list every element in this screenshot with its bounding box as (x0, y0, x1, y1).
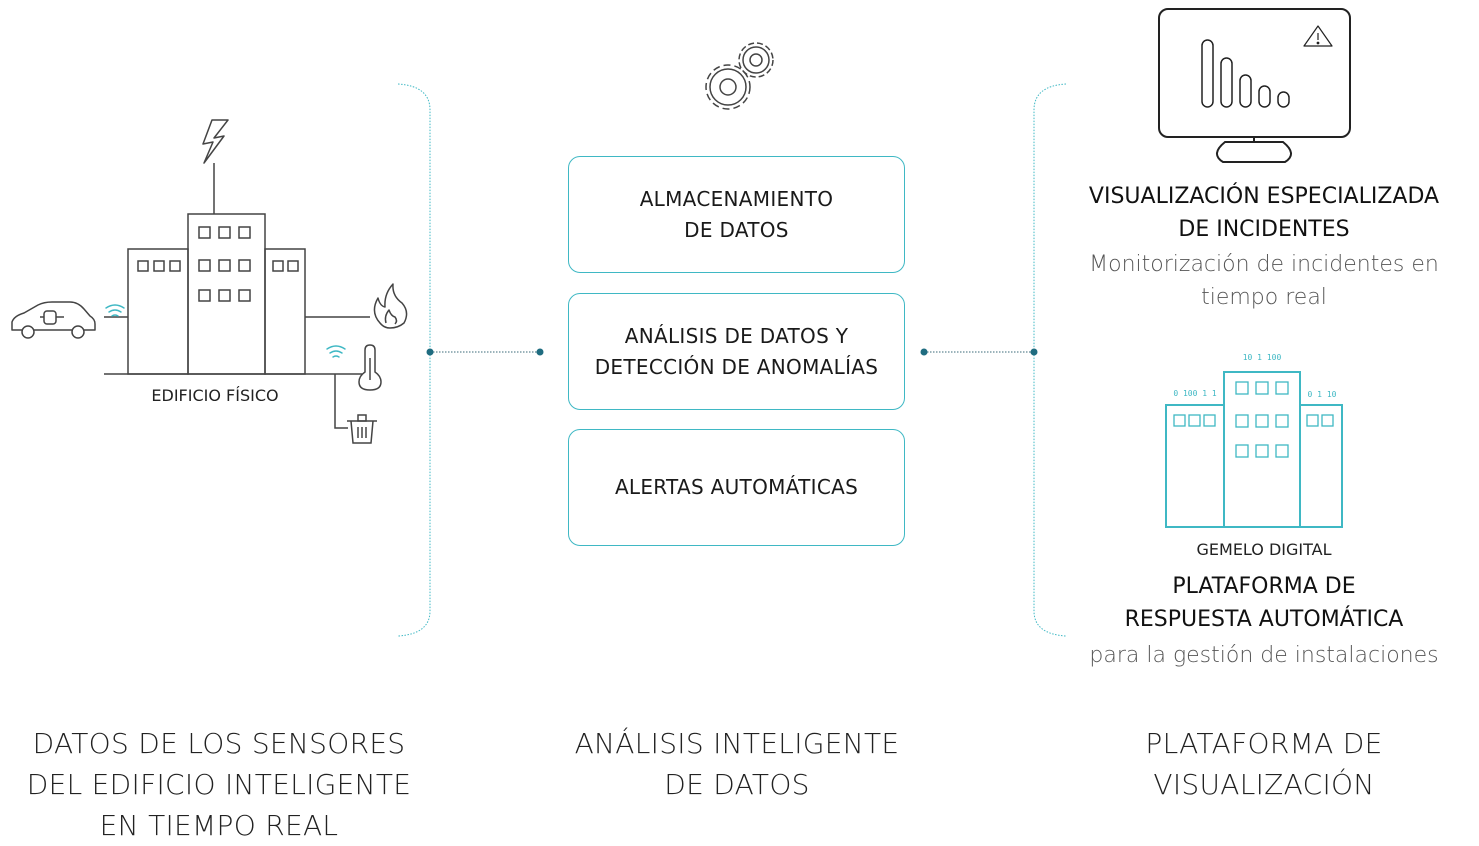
middle-column-title: ANÁLISIS INTELIGENTE DE DATOS (527, 723, 947, 805)
subtitle-line: Monitorización de incidentes en (1089, 252, 1439, 277)
left-column-title: DATOS DE LOS SENSORES DEL EDIFICIO INTEL… (0, 723, 438, 846)
lightning-icon (202, 119, 229, 164)
alerts-box: ALERTAS AUTOMÁTICAS (568, 429, 905, 546)
heading-line: VISUALIZACIÓN ESPECIALIZADA (1088, 184, 1440, 209)
title-line: DEL EDIFICIO INTELIGENTE (26, 768, 412, 801)
title-line: PLATAFORMA DE (1145, 727, 1383, 760)
wifi-icon (326, 345, 346, 358)
gears-icon (705, 42, 774, 110)
response-heading: PLATAFORMA DE RESPUESTA AUTOMÁTICA (1054, 570, 1474, 636)
subtitle-line: tiempo real (1201, 285, 1327, 310)
title-line: EN TIEMPO REAL (99, 809, 339, 842)
trash-icon (347, 414, 377, 444)
heading-line: PLATAFORMA DE (1172, 574, 1356, 599)
binary-label: 0 1 10 (1308, 390, 1337, 399)
digital-twin-label: GEMELO DIGITAL (1196, 540, 1332, 559)
visualization-heading: VISUALIZACIÓN ESPECIALIZADA DE INCIDENTE… (1054, 180, 1474, 246)
monitor-icon (1158, 8, 1351, 163)
connector-left (426, 348, 544, 356)
box-line: DETECCIÓN DE ANOMALÍAS (594, 354, 879, 379)
title-line: DATOS DE LOS SENSORES (32, 727, 406, 760)
box-line: DE DATOS (684, 217, 789, 242)
title-line: ANÁLISIS INTELIGENTE (574, 727, 900, 760)
analysis-box: ANÁLISIS DE DATOS Y DETECCIÓN DE ANOMALÍ… (568, 293, 905, 410)
building-label: EDIFICIO FÍSICO (151, 386, 279, 405)
box-line: ALMACENAMIENTO (639, 186, 834, 211)
visualization-subtitle: Monitorización de incidentes en tiempo r… (1054, 248, 1474, 314)
storage-box: ALMACENAMIENTO DE DATOS (568, 156, 905, 273)
digital-twin-building-icon (1165, 371, 1343, 528)
response-subtitle: para la gestión de instalaciones (1089, 643, 1439, 668)
fire-icon (373, 283, 408, 329)
connector-right (920, 348, 1038, 356)
binary-label: 0 100 1 1 (1173, 389, 1217, 398)
wifi-icon (105, 304, 125, 317)
title-line: DE DATOS (664, 768, 810, 801)
right-column-title: PLATAFORMA DE VISUALIZACIÓN (1054, 723, 1474, 805)
right-bracket (1033, 83, 1067, 637)
physical-building-icon (104, 163, 370, 429)
title-line: VISUALIZACIÓN (1153, 768, 1375, 801)
thermometer-icon (358, 344, 382, 391)
warning-icon (1303, 25, 1333, 47)
box-line: ALERTAS AUTOMÁTICAS (614, 475, 859, 499)
heading-line: DE INCIDENTES (1178, 217, 1350, 242)
car-icon (11, 301, 96, 339)
heading-line: RESPUESTA AUTOMÁTICA (1124, 607, 1404, 632)
left-bracket (397, 83, 431, 637)
box-line: ANÁLISIS DE DATOS Y (624, 323, 849, 348)
binary-label: 10 1 100 (1243, 353, 1282, 362)
